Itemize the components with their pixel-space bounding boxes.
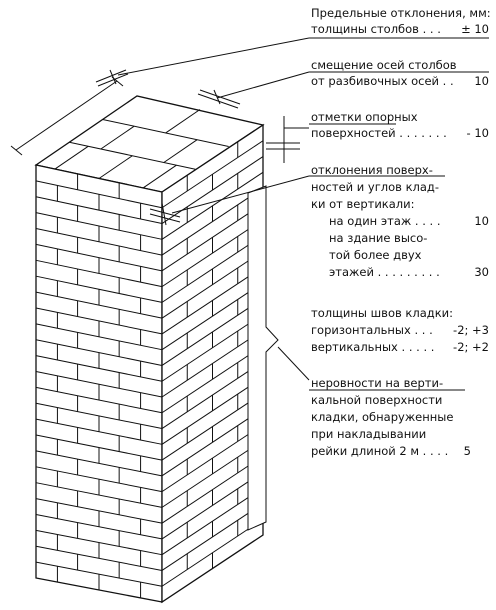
vertical-dev-line1: отклонения поверх- (311, 163, 433, 177)
vertical-dev-line2: ностей и углов клад- (311, 180, 440, 194)
leader-lines (117, 37, 310, 381)
unevenness-line3: кладки, обнаруженные (311, 410, 454, 424)
axis-shift-text: от разбивочных осей . . (311, 74, 454, 88)
unevenness-text: рейки длиной 2 м . . . . (311, 444, 449, 458)
support-marks-value: - 10 (466, 126, 489, 140)
unevenness-value: 5 (463, 444, 471, 458)
brick-pillar (34, 95, 265, 604)
joints-horizontal-value: -2; +3 (453, 323, 489, 337)
vertical-dev-floor: на один этаж . . . . 10 (329, 214, 489, 230)
vertical-dev-floor-text: на один этаж . . . . (329, 214, 441, 228)
axis-shift-line1: смещение осей столбов (311, 58, 457, 72)
unevenness-line1: неровности на верти- (311, 376, 444, 390)
axis-shift-value: 10 (474, 74, 489, 88)
vertical-dev-building2: той более двух (329, 248, 422, 262)
unevenness-line2: кальной поверхности (311, 393, 443, 407)
unevenness-line5: рейки длиной 2 м . . . . 5 (311, 444, 471, 460)
support-marks-line1: отметки опорных (311, 110, 418, 124)
thickness-label: толщины столбов . . . ± 10 (311, 22, 489, 38)
vertical-dev-building3: этажей . . . . . . . . . 30 (329, 265, 489, 281)
vertical-dev-building1: на здание высо- (329, 231, 428, 245)
axis-shift-line2: от разбивочных осей . . 10 (311, 74, 489, 90)
joints-vertical-text: вертикальных . . . . . (311, 340, 435, 354)
support-marks-line2: поверхностей . . . . . . . - 10 (311, 126, 489, 142)
dimension-marks (10, 69, 300, 531)
brick-joint (54, 145, 89, 170)
brick-joint (98, 155, 133, 179)
brick-joint (35, 513, 163, 540)
unevenness-line4: при накладывании (311, 427, 427, 441)
joints-vertical-value: -2; +2 (453, 340, 489, 354)
brick-joint (163, 139, 198, 163)
vertical-dev-building-text: этажей . . . . . . . . . (329, 265, 440, 279)
vertical-dev-line3: ки от вертикали: (311, 197, 415, 211)
vertical-dev-floor-value: 10 (474, 214, 489, 228)
joints-horizontal: горизонтальных . . . -2; +3 (311, 323, 489, 339)
vertical-dev-building-value: 30 (474, 265, 489, 279)
side-face-joints (161, 140, 264, 587)
brick-joint (100, 125, 135, 150)
brick-joint (35, 545, 163, 571)
brick-joint (142, 164, 177, 189)
joints-horizontal-text: горизонтальных . . . (311, 323, 433, 337)
support-marks-text: поверхностей . . . . . . . (311, 126, 447, 140)
joints-vertical: вертикальных . . . . . -2; +2 (311, 340, 489, 356)
top-face-joints (54, 109, 229, 189)
front-face-joints (35, 173, 163, 598)
brick-joint (35, 482, 163, 508)
joints-title: толщины швов кладки: (311, 306, 454, 320)
brick-joint (165, 109, 201, 134)
thickness-text: толщины столбов . . . (311, 22, 441, 36)
brick-joint (161, 471, 264, 540)
thickness-value: ± 10 (461, 22, 489, 36)
header-label: Предельные отклонения, мм: (311, 6, 491, 20)
